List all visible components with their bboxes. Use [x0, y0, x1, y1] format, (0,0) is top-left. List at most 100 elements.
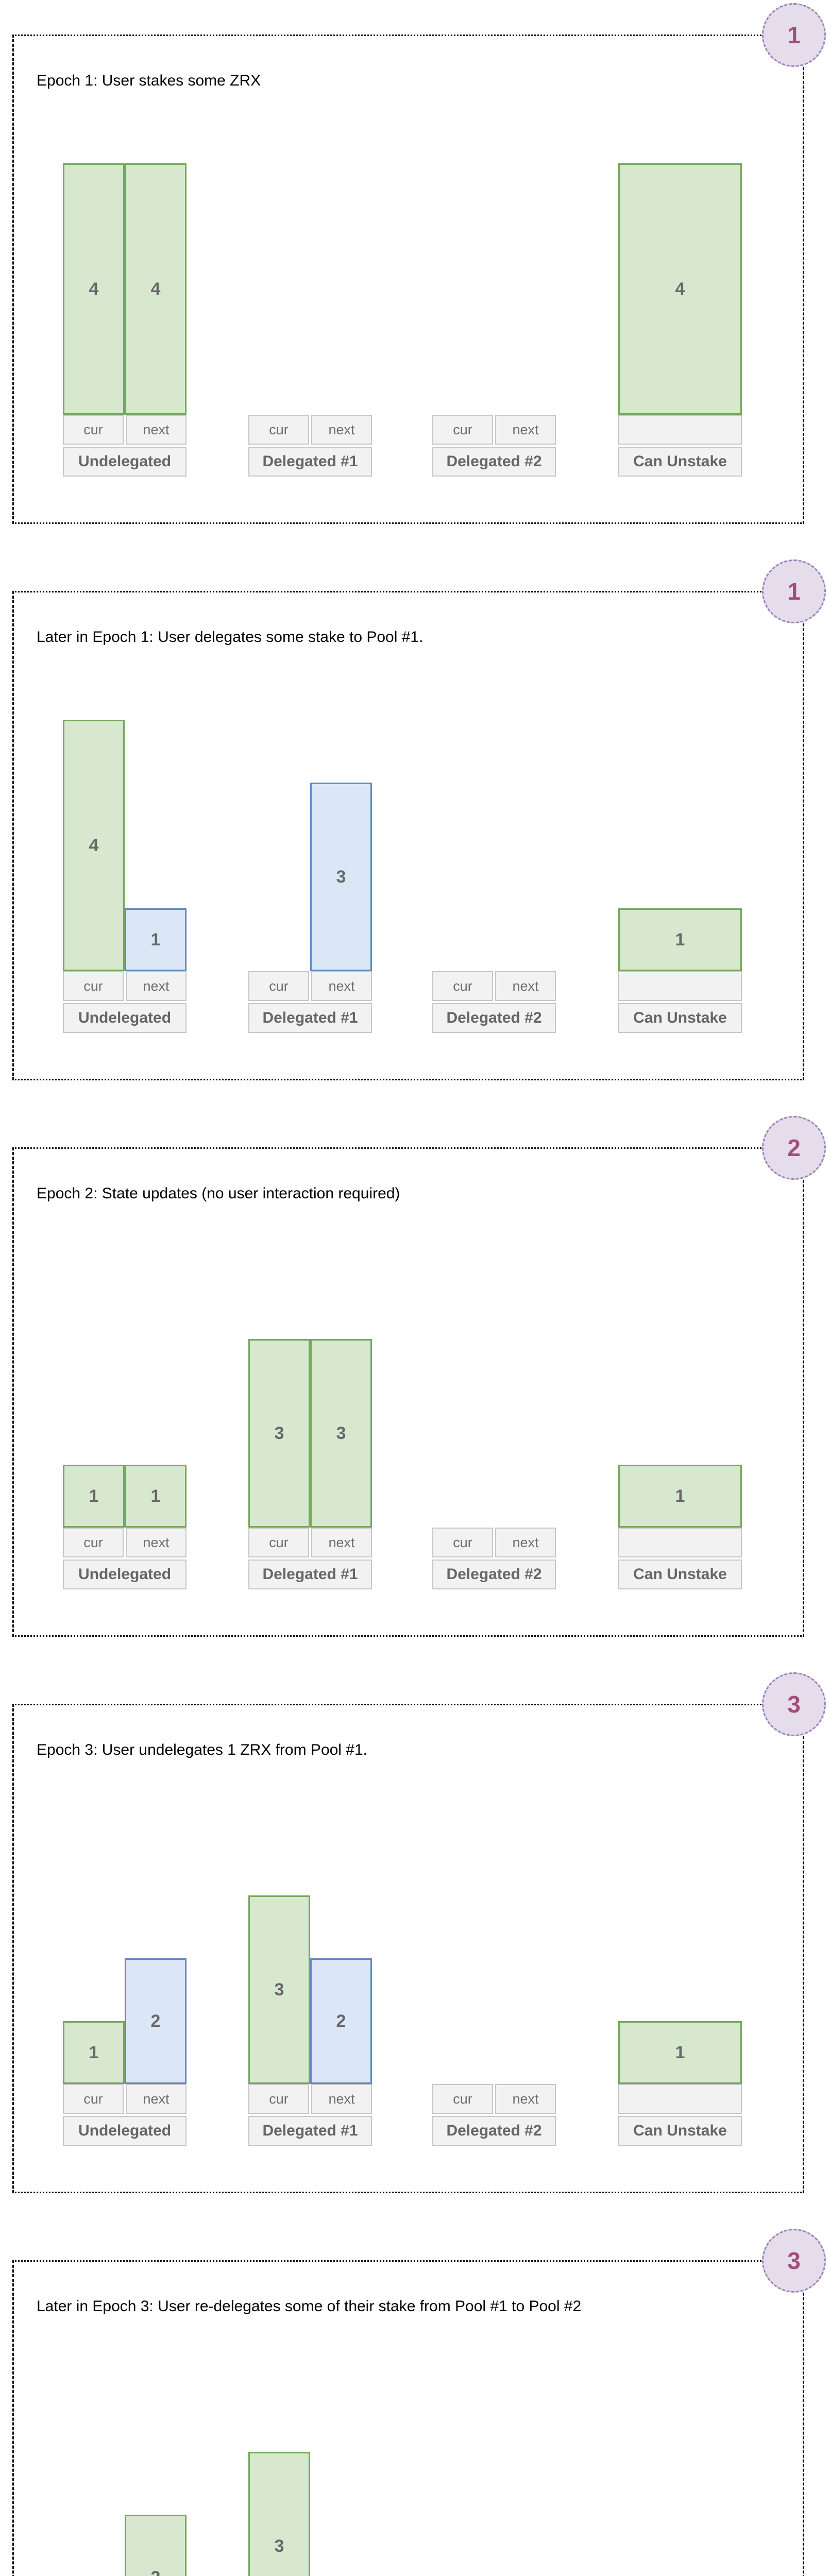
next-bar-slot: 2	[310, 1958, 372, 2084]
next-bar-slot: 2	[125, 2515, 187, 2576]
next-cell: next	[495, 1528, 556, 1557]
group-label: Delegated #1	[248, 447, 372, 477]
epoch-panel: 2 Epoch 2: State updates (no user intera…	[12, 1116, 826, 1637]
panel-title: Epoch 2: State updates (no user interact…	[37, 1185, 400, 1202]
epoch-panel: 3 Later in Epoch 3: User re-delegates so…	[12, 2229, 826, 2576]
group-delegated-2: cur next Delegated #2	[432, 2084, 556, 2146]
epoch-badge: 1	[762, 3, 826, 67]
badge-number: 1	[787, 578, 801, 605]
next-cell: next	[495, 415, 556, 445]
bar-area: 1 2	[63, 1958, 187, 2084]
bar-value: 3	[274, 1423, 284, 1443]
period-row: cur next	[432, 971, 556, 1001]
cur-bar-slot: 3	[248, 1895, 310, 2084]
badge-number: 3	[787, 2247, 801, 2274]
single-bar-slot: 1	[618, 908, 742, 971]
epoch-badge: 3	[762, 1672, 826, 1736]
group-label: Undelegated	[63, 447, 187, 477]
panel-title: Epoch 1: User stakes some ZRX	[37, 72, 261, 89]
bar-area: 3 2	[248, 1895, 372, 2084]
stake-bar-cur: 3	[248, 1895, 310, 2084]
group-delegated-1: 3 3 cur next Delegated #1	[248, 1339, 372, 1589]
bar-value: 1	[89, 2042, 99, 2062]
stake-bar-next: 2	[125, 2515, 187, 2576]
period-row: cur next	[63, 971, 187, 1001]
next-bar-slot: 4	[125, 163, 187, 415]
can-unstake-bar: 1	[618, 908, 742, 971]
bar-area: 1 1	[63, 1465, 187, 1528]
epoch-badge: 2	[762, 1116, 826, 1180]
panel-title: Later in Epoch 1: User delegates some st…	[37, 629, 424, 646]
bar-value: 3	[274, 1979, 284, 1999]
bar-area: 1	[618, 908, 742, 971]
next-cell: next	[126, 2084, 187, 2114]
period-row: cur next	[63, 1528, 187, 1557]
period-row: cur next	[248, 1528, 372, 1557]
group-can-unstake: 4 Can Unstake	[618, 163, 742, 477]
group-undelegated: 1 2 cur next Undelegated	[63, 2515, 187, 2576]
cur-cell: cur	[432, 415, 493, 445]
next-cell: next	[311, 415, 372, 445]
empty-cell	[618, 2084, 742, 2114]
single-bar-slot: 4	[618, 163, 742, 415]
single-bar-slot: 1	[618, 1465, 742, 1528]
group-label: Delegated #2	[432, 1560, 556, 1589]
group-label: Undelegated	[63, 1560, 187, 1589]
bar-value: 3	[274, 2536, 284, 2556]
empty-cell	[618, 1528, 742, 1557]
cur-cell: cur	[432, 1528, 493, 1557]
group-undelegated: 1 1 cur next Undelegated	[63, 1465, 187, 1589]
next-cell: next	[311, 971, 372, 1001]
period-row: cur next	[432, 415, 556, 445]
group-label: Delegated #2	[432, 447, 556, 477]
next-cell: next	[126, 415, 187, 445]
cur-cell: cur	[248, 2084, 309, 2114]
stake-bar-next: 2	[310, 1958, 372, 2084]
period-row: cur next	[63, 415, 187, 445]
bar-value: 2	[151, 2568, 161, 2576]
bar-value: 4	[150, 279, 161, 299]
epoch-panel: 1 Epoch 1: User stakes some ZRX 4 4 cur …	[12, 3, 826, 524]
next-cell: next	[495, 2084, 556, 2114]
cur-cell: cur	[432, 971, 493, 1001]
next-cell: next	[126, 1528, 187, 1557]
epoch-badge: 3	[762, 2229, 826, 2293]
bar-area: 3	[248, 783, 372, 971]
period-row	[618, 415, 742, 445]
stake-bar-cur: 4	[63, 163, 125, 415]
next-cell: next	[126, 971, 187, 1001]
badge-number: 2	[787, 1134, 801, 1161]
bar-value: 4	[89, 279, 99, 299]
cur-bar-slot: 1	[63, 1465, 125, 1528]
next-cell: next	[311, 2084, 372, 2114]
next-cell: next	[311, 1528, 372, 1557]
period-row: cur next	[248, 415, 372, 445]
period-row	[618, 2084, 742, 2114]
period-row: cur next	[63, 2084, 187, 2114]
bar-value: 2	[336, 2011, 346, 2031]
panel-title: Epoch 3: User undelegates 1 ZRX from Poo…	[37, 1741, 368, 1758]
badge-number: 1	[787, 22, 801, 48]
epoch-panel: 1 Later in Epoch 1: User delegates some …	[12, 560, 826, 1080]
cur-bar-slot: 4	[63, 163, 125, 415]
epoch-badge: 1	[762, 560, 826, 623]
group-undelegated: 4 4 cur next Undelegated	[63, 163, 187, 477]
period-row: cur next	[432, 2084, 556, 2114]
cur-bar-slot: 3	[248, 1339, 310, 1528]
panel-title: Later in Epoch 3: User re-delegates some…	[37, 2298, 582, 2315]
group-label: Can Unstake	[618, 2116, 742, 2146]
cur-cell: cur	[63, 971, 124, 1001]
group-label: Delegated #2	[432, 1003, 556, 1033]
can-unstake-bar: 1	[618, 2021, 742, 2084]
next-bar-slot: 1	[125, 908, 187, 971]
group-undelegated: 1 2 cur next Undelegated	[63, 1958, 187, 2146]
group-can-unstake: 1 Can Unstake	[618, 2021, 742, 2146]
bar-value: 2	[150, 2011, 161, 2031]
group-can-unstake: 1 Can Unstake	[618, 1465, 742, 1589]
period-row: cur next	[248, 2084, 372, 2114]
group-can-unstake: 1 Can Unstake	[618, 908, 742, 1033]
stake-bar-next: 3	[310, 1339, 372, 1528]
bar-area: 3 1	[248, 2452, 372, 2576]
group-label: Can Unstake	[618, 1003, 742, 1033]
period-row: cur next	[432, 1528, 556, 1557]
